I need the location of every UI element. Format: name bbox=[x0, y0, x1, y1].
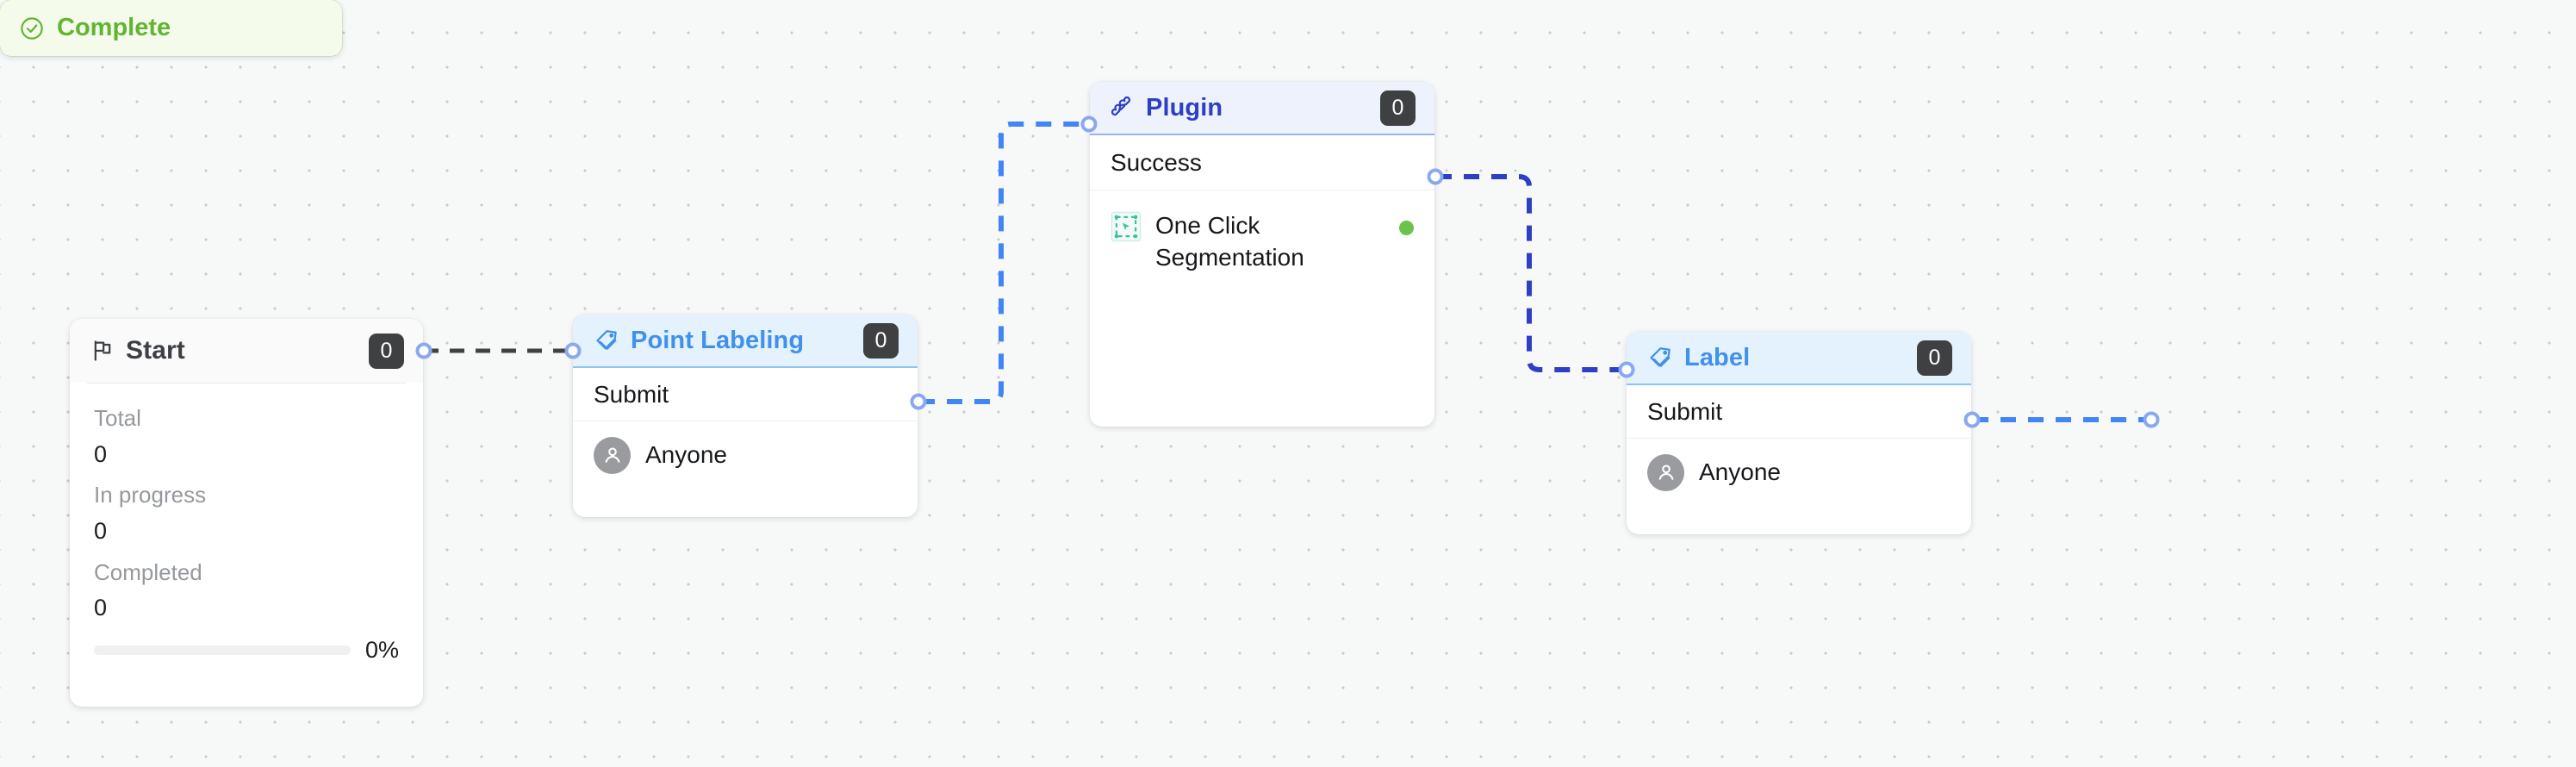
plugin-header: Plugin 0 bbox=[1090, 82, 1434, 135]
edge-plugin-to-label bbox=[1436, 174, 1625, 372]
point-labeling-count-badge: 0 bbox=[863, 322, 899, 359]
plugin-title: Plugin bbox=[1146, 93, 1223, 122]
start-count-badge: 0 bbox=[369, 333, 404, 369]
tag-check-icon bbox=[1647, 345, 1673, 371]
handle-plugin-input[interactable] bbox=[1080, 115, 1098, 133]
avatar-icon bbox=[1647, 453, 1684, 491]
label-header: Label 0 bbox=[1627, 332, 1971, 385]
node-complete[interactable]: Complete bbox=[0, 0, 342, 56]
plugin-item-status-dot bbox=[1399, 221, 1414, 235]
node-label[interactable]: Label 0 Submit Anyone bbox=[1627, 332, 1971, 534]
handle-point-labeling-output[interactable] bbox=[910, 393, 927, 410]
plug-icon bbox=[1111, 96, 1135, 120]
plugin-status: Success bbox=[1090, 135, 1434, 190]
stat-value-completed: 0 bbox=[94, 595, 108, 621]
handle-complete-input[interactable] bbox=[2143, 411, 2160, 428]
handle-point-labeling-input[interactable] bbox=[564, 342, 582, 359]
handle-start-output[interactable] bbox=[415, 342, 432, 359]
complete-title: Complete bbox=[57, 14, 171, 41]
stat-label-completed: Completed bbox=[94, 558, 202, 585]
label-assignee-label: Anyone bbox=[1699, 458, 1781, 485]
label-assignee-row[interactable]: Anyone bbox=[1627, 439, 1971, 506]
check-circle-icon bbox=[19, 16, 45, 41]
point-labeling-action[interactable]: Submit bbox=[573, 368, 918, 421]
stat-value-total: 0 bbox=[94, 440, 108, 467]
plugin-item-row[interactable]: One Click Segmentation bbox=[1090, 190, 1434, 273]
node-start[interactable]: Start 0 Total 0 In progress 0 Completed … bbox=[70, 319, 423, 707]
selection-box-icon bbox=[1111, 211, 1142, 246]
start-stats: Total 0 In progress 0 Completed 0 0% bbox=[70, 384, 423, 664]
point-labeling-assignee-label: Anyone bbox=[645, 441, 727, 468]
point-labeling-title: Point Labeling bbox=[631, 326, 805, 354]
stat-value-in-progress: 0 bbox=[94, 517, 108, 544]
start-title: Start bbox=[126, 336, 185, 365]
point-labeling-header: Point Labeling 0 bbox=[573, 315, 918, 368]
point-labeling-assignee-row[interactable]: Anyone bbox=[573, 421, 918, 489]
avatar-icon bbox=[594, 436, 631, 474]
progress-track bbox=[94, 645, 351, 655]
label-count-badge: 0 bbox=[1917, 340, 1952, 376]
flag-icon bbox=[90, 339, 115, 363]
tag-check-icon bbox=[594, 327, 619, 353]
progress-percent-label: 0% bbox=[364, 636, 399, 663]
handle-plugin-output[interactable] bbox=[1427, 168, 1444, 185]
handle-label-output[interactable] bbox=[1963, 411, 1981, 428]
plugin-count-badge: 0 bbox=[1380, 90, 1416, 126]
stat-label-in-progress: In progress bbox=[94, 482, 207, 508]
node-plugin[interactable]: Plugin 0 Success One Click Segmentation bbox=[1090, 82, 1434, 427]
edge-point-labeling-to-plugin bbox=[919, 122, 1088, 404]
handle-label-input[interactable] bbox=[1618, 361, 1635, 378]
label-title: Label bbox=[1684, 343, 1751, 371]
plugin-item-label: One Click Segmentation bbox=[1155, 212, 1304, 271]
start-header-divider bbox=[87, 383, 406, 384]
stat-label-total: Total bbox=[94, 405, 141, 431]
label-action[interactable]: Submit bbox=[1627, 385, 1971, 439]
start-header: Start 0 bbox=[70, 319, 423, 383]
node-point-labeling[interactable]: Point Labeling 0 Submit Anyone bbox=[573, 315, 918, 517]
start-progress: 0% bbox=[94, 637, 399, 664]
